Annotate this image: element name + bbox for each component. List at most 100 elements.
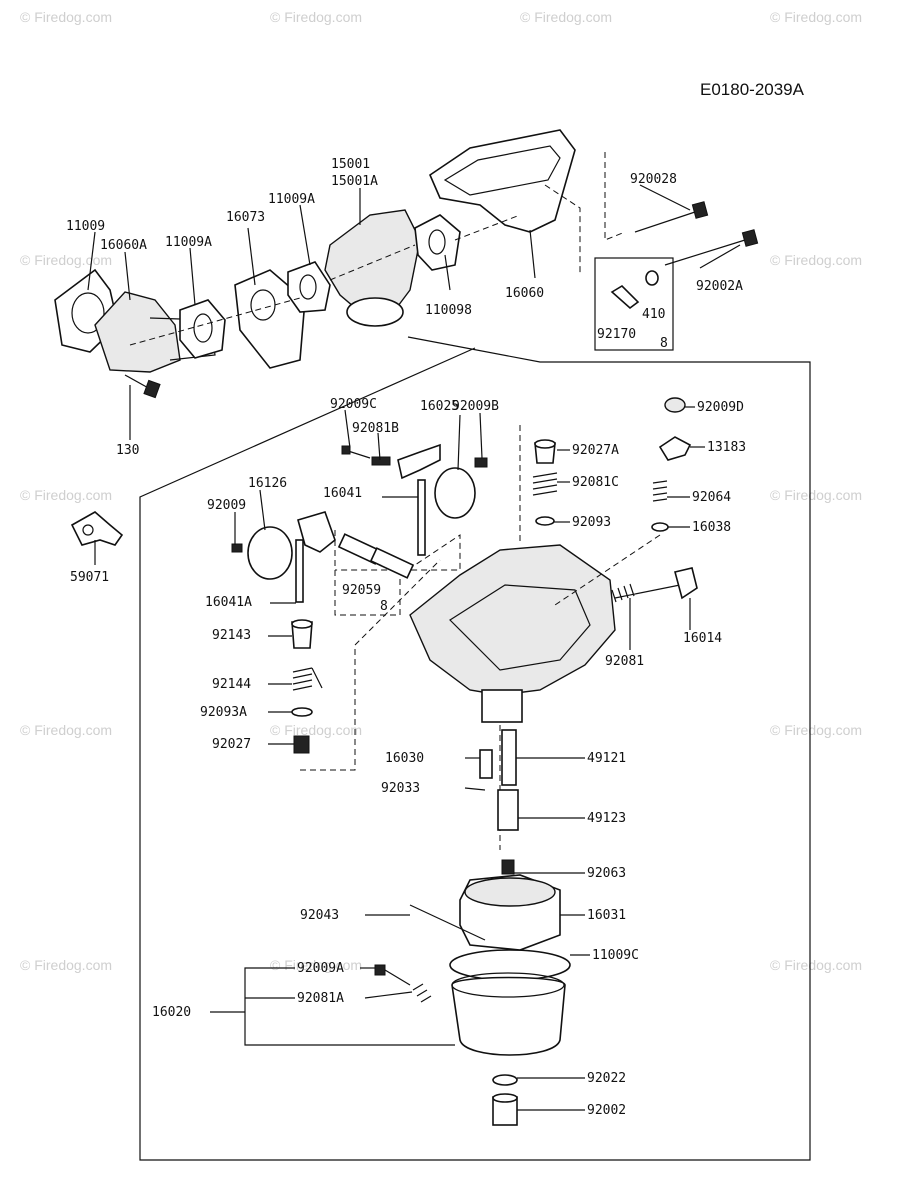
watermark-layer: © Firedog.com © Firedog.com © Firedog.co… — [20, 9, 862, 973]
label-92027A: 92027A — [572, 443, 619, 458]
label-130: 130 — [116, 443, 139, 458]
carburetor-body-stem — [481, 689, 523, 723]
label-92064: 92064 — [692, 490, 731, 505]
label-92081B: 92081B — [352, 421, 399, 436]
washer-92093A — [291, 707, 313, 717]
label-92081A: 92081A — [297, 991, 344, 1006]
throttle-plate-16025 — [434, 467, 476, 519]
label-920028: 920028 — [630, 172, 677, 187]
carburetor-body — [409, 544, 616, 696]
gasket-11009A-hole — [193, 313, 213, 343]
label-92170: 92170 — [597, 327, 636, 342]
label-11009C: 11009C — [592, 948, 639, 963]
insulator-16060A-shape — [94, 291, 181, 373]
leader — [529, 229, 536, 279]
label-110098: 110098 — [425, 303, 472, 318]
fitting-59071-shape — [70, 511, 124, 546]
washer-92093 — [535, 516, 555, 526]
label-92093A: 92093A — [200, 705, 247, 720]
screw-92063 — [501, 859, 515, 875]
label-92027: 92027 — [212, 737, 251, 752]
spring-92081C — [532, 472, 558, 496]
leader-lines — [87, 184, 741, 1111]
guide-line — [544, 184, 581, 275]
label-92081: 92081 — [605, 654, 644, 669]
float-bowl-16020-rim — [451, 972, 565, 998]
label-8-box: 8 — [660, 336, 668, 351]
screw-92009A — [374, 964, 386, 976]
label-92002: 92002 — [587, 1103, 626, 1118]
gasket-11009A-shape — [179, 299, 226, 359]
gasket-11009C — [449, 949, 571, 981]
label-92009: 92009 — [207, 498, 246, 513]
leader — [247, 227, 256, 286]
spring-92144 — [292, 667, 323, 691]
bolt-92002A-head — [741, 229, 759, 247]
carburetor-top-bowl — [346, 297, 404, 327]
diagram-id: E0180-2039A — [700, 80, 805, 99]
gasket-110098-shape — [414, 214, 461, 271]
air-cleaner-base-16060-rim — [443, 145, 561, 196]
label-92009D: 92009D — [697, 400, 744, 415]
watermark: © Firedog.com — [20, 252, 112, 268]
screw-92009B — [474, 457, 488, 468]
washer-92022 — [492, 1074, 518, 1086]
leader — [444, 254, 451, 291]
label-16041A: 16041A — [205, 595, 252, 610]
label-11009: 11009 — [66, 219, 105, 234]
guide-line — [604, 152, 626, 241]
pilot-screw-16014 — [614, 584, 681, 599]
label-92081C: 92081C — [572, 475, 619, 490]
screw-92009D — [664, 397, 686, 413]
jet-16030 — [479, 749, 493, 779]
air-cleaner-base-16060-shape — [429, 129, 576, 233]
bracket-13183 — [658, 436, 692, 461]
o-ring-16038 — [651, 522, 669, 532]
guide-line — [454, 214, 521, 241]
label-13183: 13183 — [707, 440, 746, 455]
gasket-11009A-top-shape — [287, 261, 331, 313]
label-92093: 92093 — [572, 515, 611, 530]
watermark: © Firedog.com — [770, 957, 862, 973]
label-16060: 16060 — [505, 286, 544, 301]
bracket-16020 — [244, 967, 455, 1046]
carburetor-body-detail — [449, 584, 591, 671]
watermark: © Firedog.com — [20, 722, 112, 738]
jet-49123 — [497, 789, 519, 831]
label-16030: 16030 — [385, 751, 424, 766]
nozzle-49121 — [501, 729, 517, 786]
bolt-92002A-shaft — [664, 239, 746, 266]
leader — [479, 412, 483, 459]
label-92002A: 92002A — [696, 279, 743, 294]
label-15001A: 15001A — [331, 174, 378, 189]
guide-line — [554, 534, 661, 606]
leader — [299, 204, 311, 266]
leader — [464, 787, 486, 791]
label-16020: 16020 — [152, 1005, 191, 1020]
label-49123: 49123 — [587, 811, 626, 826]
float-bowl-16020 — [451, 976, 566, 1056]
label-92022: 92022 — [587, 1071, 626, 1086]
watermark: © Firedog.com — [770, 252, 862, 268]
part-labels: 15001 15001A 11009A 16073 11009A 11009 1… — [66, 157, 746, 1118]
bolt-130-head — [143, 379, 161, 399]
washer-410 — [645, 270, 659, 286]
cap-92143-top — [291, 619, 313, 629]
label-16038: 16038 — [692, 520, 731, 535]
gasket-110098-hole — [428, 229, 446, 255]
gasket-11009A-top-hole — [299, 274, 317, 300]
watermark: © Firedog.com — [20, 957, 112, 973]
float-16031-top — [464, 877, 556, 907]
label-410: 410 — [642, 307, 665, 322]
watermark: © Firedog.com — [770, 9, 862, 25]
leader — [87, 231, 96, 291]
bolt-920028-head — [691, 201, 709, 219]
label-92009C: 92009C — [330, 397, 377, 412]
leader — [699, 244, 741, 269]
shaft-16041A — [295, 539, 304, 603]
watermark: © Firedog.com — [270, 722, 362, 738]
pilot-screw-16014-head — [674, 567, 698, 600]
leader — [344, 409, 351, 449]
spring-92064 — [652, 480, 668, 502]
label-16031: 16031 — [587, 908, 626, 923]
